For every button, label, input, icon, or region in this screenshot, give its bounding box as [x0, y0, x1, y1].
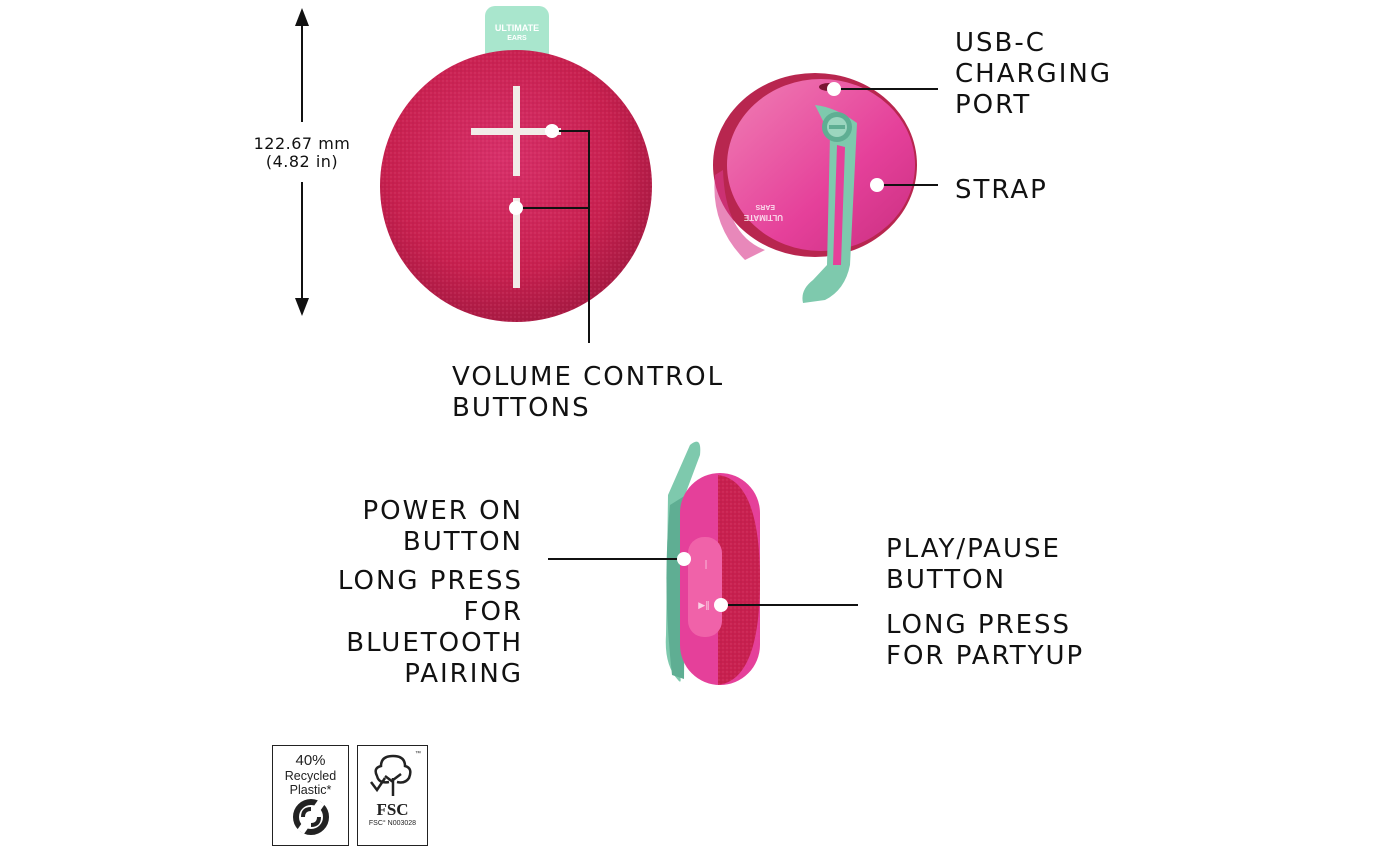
strap-callout: STRAP	[955, 175, 1048, 206]
usb-c-callout: USB-C CHARGING PORT	[955, 28, 1112, 121]
play-dot	[714, 598, 728, 612]
usb-line2: CHARGING	[955, 59, 1112, 89]
usb-dot	[827, 82, 841, 96]
recycled-plastic-badge: 40% Recycled Plastic*	[272, 745, 349, 846]
dimension-in: (4.82 in)	[265, 152, 339, 171]
strap-shape	[802, 105, 857, 303]
recycled-line1: Recycled	[284, 769, 337, 783]
fsc-code: FSC° N003028	[368, 820, 417, 827]
volume-line2: BUTTONS	[452, 393, 591, 423]
play-pause-callout: PLAY/PAUSE BUTTON	[886, 534, 1061, 596]
tag-line1: ULTIMATE	[495, 23, 539, 33]
dimension-arrow-down-icon	[295, 298, 309, 316]
fsc-badge: ™ FSC FSC° N003028	[357, 745, 428, 846]
power-symbol-icon: |	[704, 560, 707, 570]
power-dot	[677, 552, 691, 566]
usb-line1: USB-C	[955, 28, 1046, 58]
power-long-press-callout: LONG PRESS FOR BLUETOOTH PAIRING	[300, 566, 523, 690]
play-long-line1: LONG PRESS	[886, 610, 1072, 640]
volume-callout: VOLUME CONTROL BUTTONS	[452, 362, 724, 424]
power-long-line3: BLUETOOTH	[346, 628, 523, 658]
power-long-line4: PAIRING	[404, 659, 523, 689]
recycled-line2: Plastic*	[289, 783, 332, 797]
play-long-press-callout: LONG PRESS FOR PARTYUP	[886, 610, 1084, 672]
strap-dot	[870, 178, 884, 192]
volume-up-button	[471, 86, 561, 176]
volume-down-button	[513, 198, 520, 288]
play-long-line2: FOR PARTYUP	[886, 641, 1085, 671]
play-line2: BUTTON	[886, 565, 1007, 595]
back-view-speaker: ULTIMATE EARS	[713, 73, 917, 303]
power-callout: POWER ON BUTTON	[300, 496, 523, 558]
dimension-mm: 122.67 mm	[253, 134, 351, 153]
front-view-speaker: ULTIMATE EARS	[380, 6, 652, 322]
dimension-arrow-up-icon	[295, 8, 309, 26]
power-long-line1: LONG PRESS	[337, 566, 523, 596]
fsc-tree-icon	[369, 754, 412, 796]
volume-down-dot	[509, 201, 523, 215]
strap-line1: STRAP	[955, 175, 1048, 205]
play-line1: PLAY/PAUSE	[886, 534, 1061, 564]
tag-line2: EARS	[507, 35, 527, 42]
fsc-tm: ™	[415, 751, 421, 757]
power-line1: POWER ON	[362, 496, 523, 526]
back-brand-line2: EARS	[755, 203, 775, 210]
volume-line1: VOLUME CONTROL	[452, 362, 725, 392]
usb-line3: PORT	[955, 90, 1032, 120]
power-line2: BUTTON	[402, 527, 523, 557]
recycle-icon	[292, 799, 329, 835]
volume-up-dot	[545, 124, 559, 138]
recycled-pct: 40%	[295, 752, 326, 769]
power-long-line2: FOR	[463, 597, 523, 627]
dimension-label: 122.67 mm (4.82 in)	[246, 135, 358, 171]
back-brand-line1: ULTIMATE	[743, 213, 783, 222]
fsc-name: FSC	[376, 800, 409, 819]
play-pause-symbol-icon: ▶‖	[698, 601, 709, 611]
brand-tag: ULTIMATE EARS	[485, 6, 549, 64]
